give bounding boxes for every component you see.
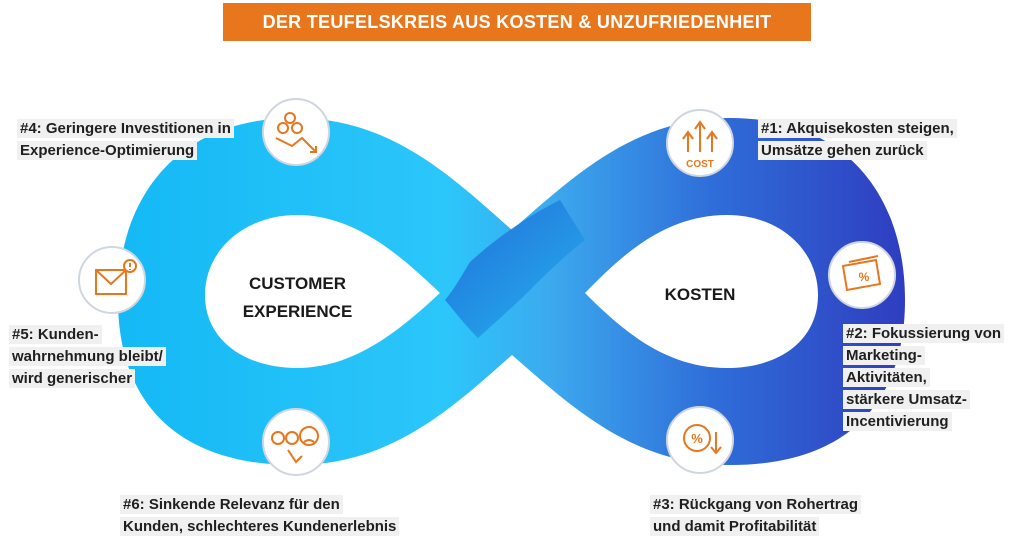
right-loop-text: KOSTEN [664, 285, 736, 304]
step-2-line4: stärkere Umsatz- [843, 390, 970, 409]
step-5-label: #5: Kunden- wahrnehmung bleibt/ wird gen… [9, 324, 166, 390]
left-loop-label: CUSTOMER EXPERIENCE [225, 270, 370, 326]
badge-6 [262, 408, 330, 476]
step-4-label: #4: Geringere Investitionen in Experienc… [17, 118, 234, 162]
email-alert-icon [95, 259, 137, 295]
crossing-band [445, 200, 585, 338]
investment-decline-icon [275, 112, 317, 153]
step-1-label: #1: Akquisekosten steigen, Umsätze gehen… [758, 118, 957, 162]
step-2-line2: Marketing- [843, 346, 925, 365]
step-2-label: #2: Fokussierung von Marketing- Aktivitä… [843, 323, 1005, 433]
percent-icon-text: % [691, 431, 703, 446]
step-5-line1: #5: Kunden- [9, 325, 102, 344]
step-4-line2: Experience-Optimierung [17, 141, 198, 160]
badge-2: % [828, 241, 896, 309]
step-6-label: #6: Sinkende Relevanz für den Kunden, sc… [120, 494, 400, 538]
badge-1: COST [666, 109, 734, 177]
step-5-line3: wird generischer [9, 369, 136, 388]
title-banner: DER TEUFELSKREIS AUS KOSTEN & UNZUFRIEDE… [223, 3, 811, 41]
right-loop-label: KOSTEN [650, 281, 750, 309]
step-2-line3: Aktivitäten, [843, 368, 930, 387]
badge-4 [262, 98, 330, 166]
page-title: DER TEUFELSKREIS AUS KOSTEN & UNZUFRIEDE… [262, 11, 772, 32]
step-1-line1: #1: Akquisekosten steigen, [758, 119, 957, 138]
step-5-line2: wahrnehmung bleibt/ [9, 347, 166, 366]
left-loop-line2: EXPERIENCE [242, 302, 353, 321]
badge-3: % [666, 406, 734, 474]
rating-faces-icon [271, 426, 319, 464]
step-2-line1: #2: Fokussierung von [843, 324, 1005, 343]
cost-icon-text: COST [686, 159, 714, 170]
percent-decline-icon [683, 424, 722, 455]
discount-icon-text: % [859, 270, 870, 284]
discount-ticket-icon [841, 255, 882, 292]
badge-5 [78, 246, 146, 314]
step-3-label: #3: Rückgang von Rohertrag und damit Pro… [650, 494, 862, 538]
step-3-line2: und damit Profitabilität [650, 517, 820, 536]
step-4-line1: #4: Geringere Investitionen in [17, 119, 234, 138]
left-loop-line1: CUSTOMER [249, 274, 346, 293]
step-2-line5: Incentivierung [843, 412, 952, 431]
step-1-line2: Umsätze gehen zurück [758, 141, 927, 160]
cost-arrows-icon [682, 120, 718, 152]
step-3-line1: #3: Rückgang von Rohertrag [650, 495, 862, 514]
step-6-line2: Kunden, schlechteres Kundenerlebnis [120, 517, 400, 536]
step-6-line1: #6: Sinkende Relevanz für den [120, 495, 343, 514]
